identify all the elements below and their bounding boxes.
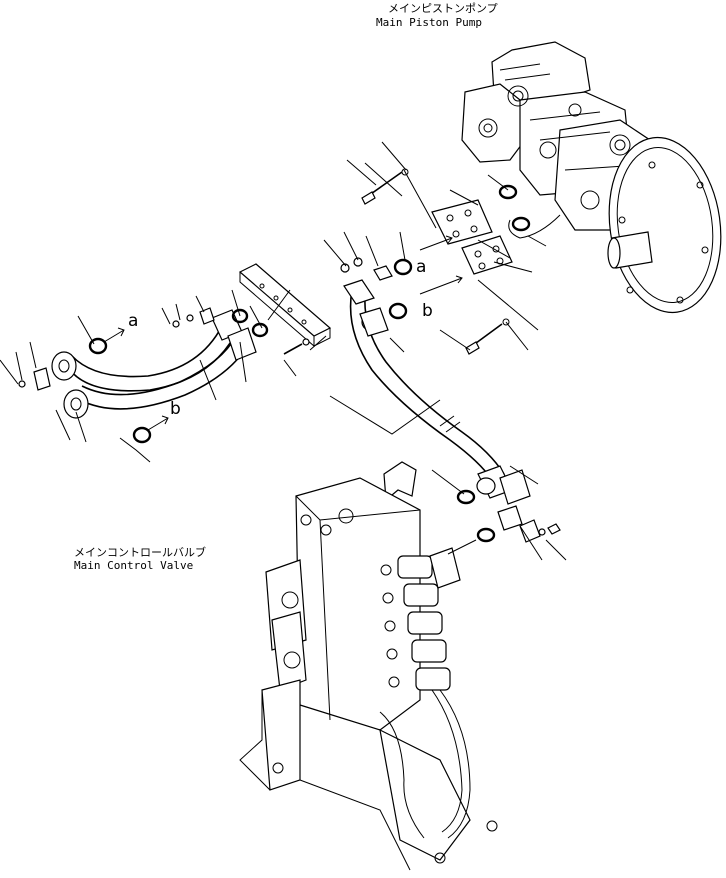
ref-letter-b-right: b [422, 301, 433, 321]
main-piston-pump [461, 41, 722, 314]
valve-label-jp: メインコントロールバルブ [74, 545, 206, 559]
pump-side-parts [340, 168, 531, 355]
main-control-valve [239, 461, 498, 871]
ref-letter-a-left: a [128, 311, 138, 331]
mounting-bar [238, 263, 332, 355]
leader-lines [0, 141, 567, 561]
central-hose [343, 279, 561, 543]
ref-letter-b-left: b [170, 399, 181, 419]
pump-label-en: Main Piston Pump [376, 16, 482, 29]
pump-label-jp: メインピストンポンプ [388, 2, 498, 15]
ref-letter-a-right: a [416, 257, 426, 277]
left-hose-assembly [18, 307, 269, 444]
valve-label-en: Main Control Valve [74, 559, 193, 572]
